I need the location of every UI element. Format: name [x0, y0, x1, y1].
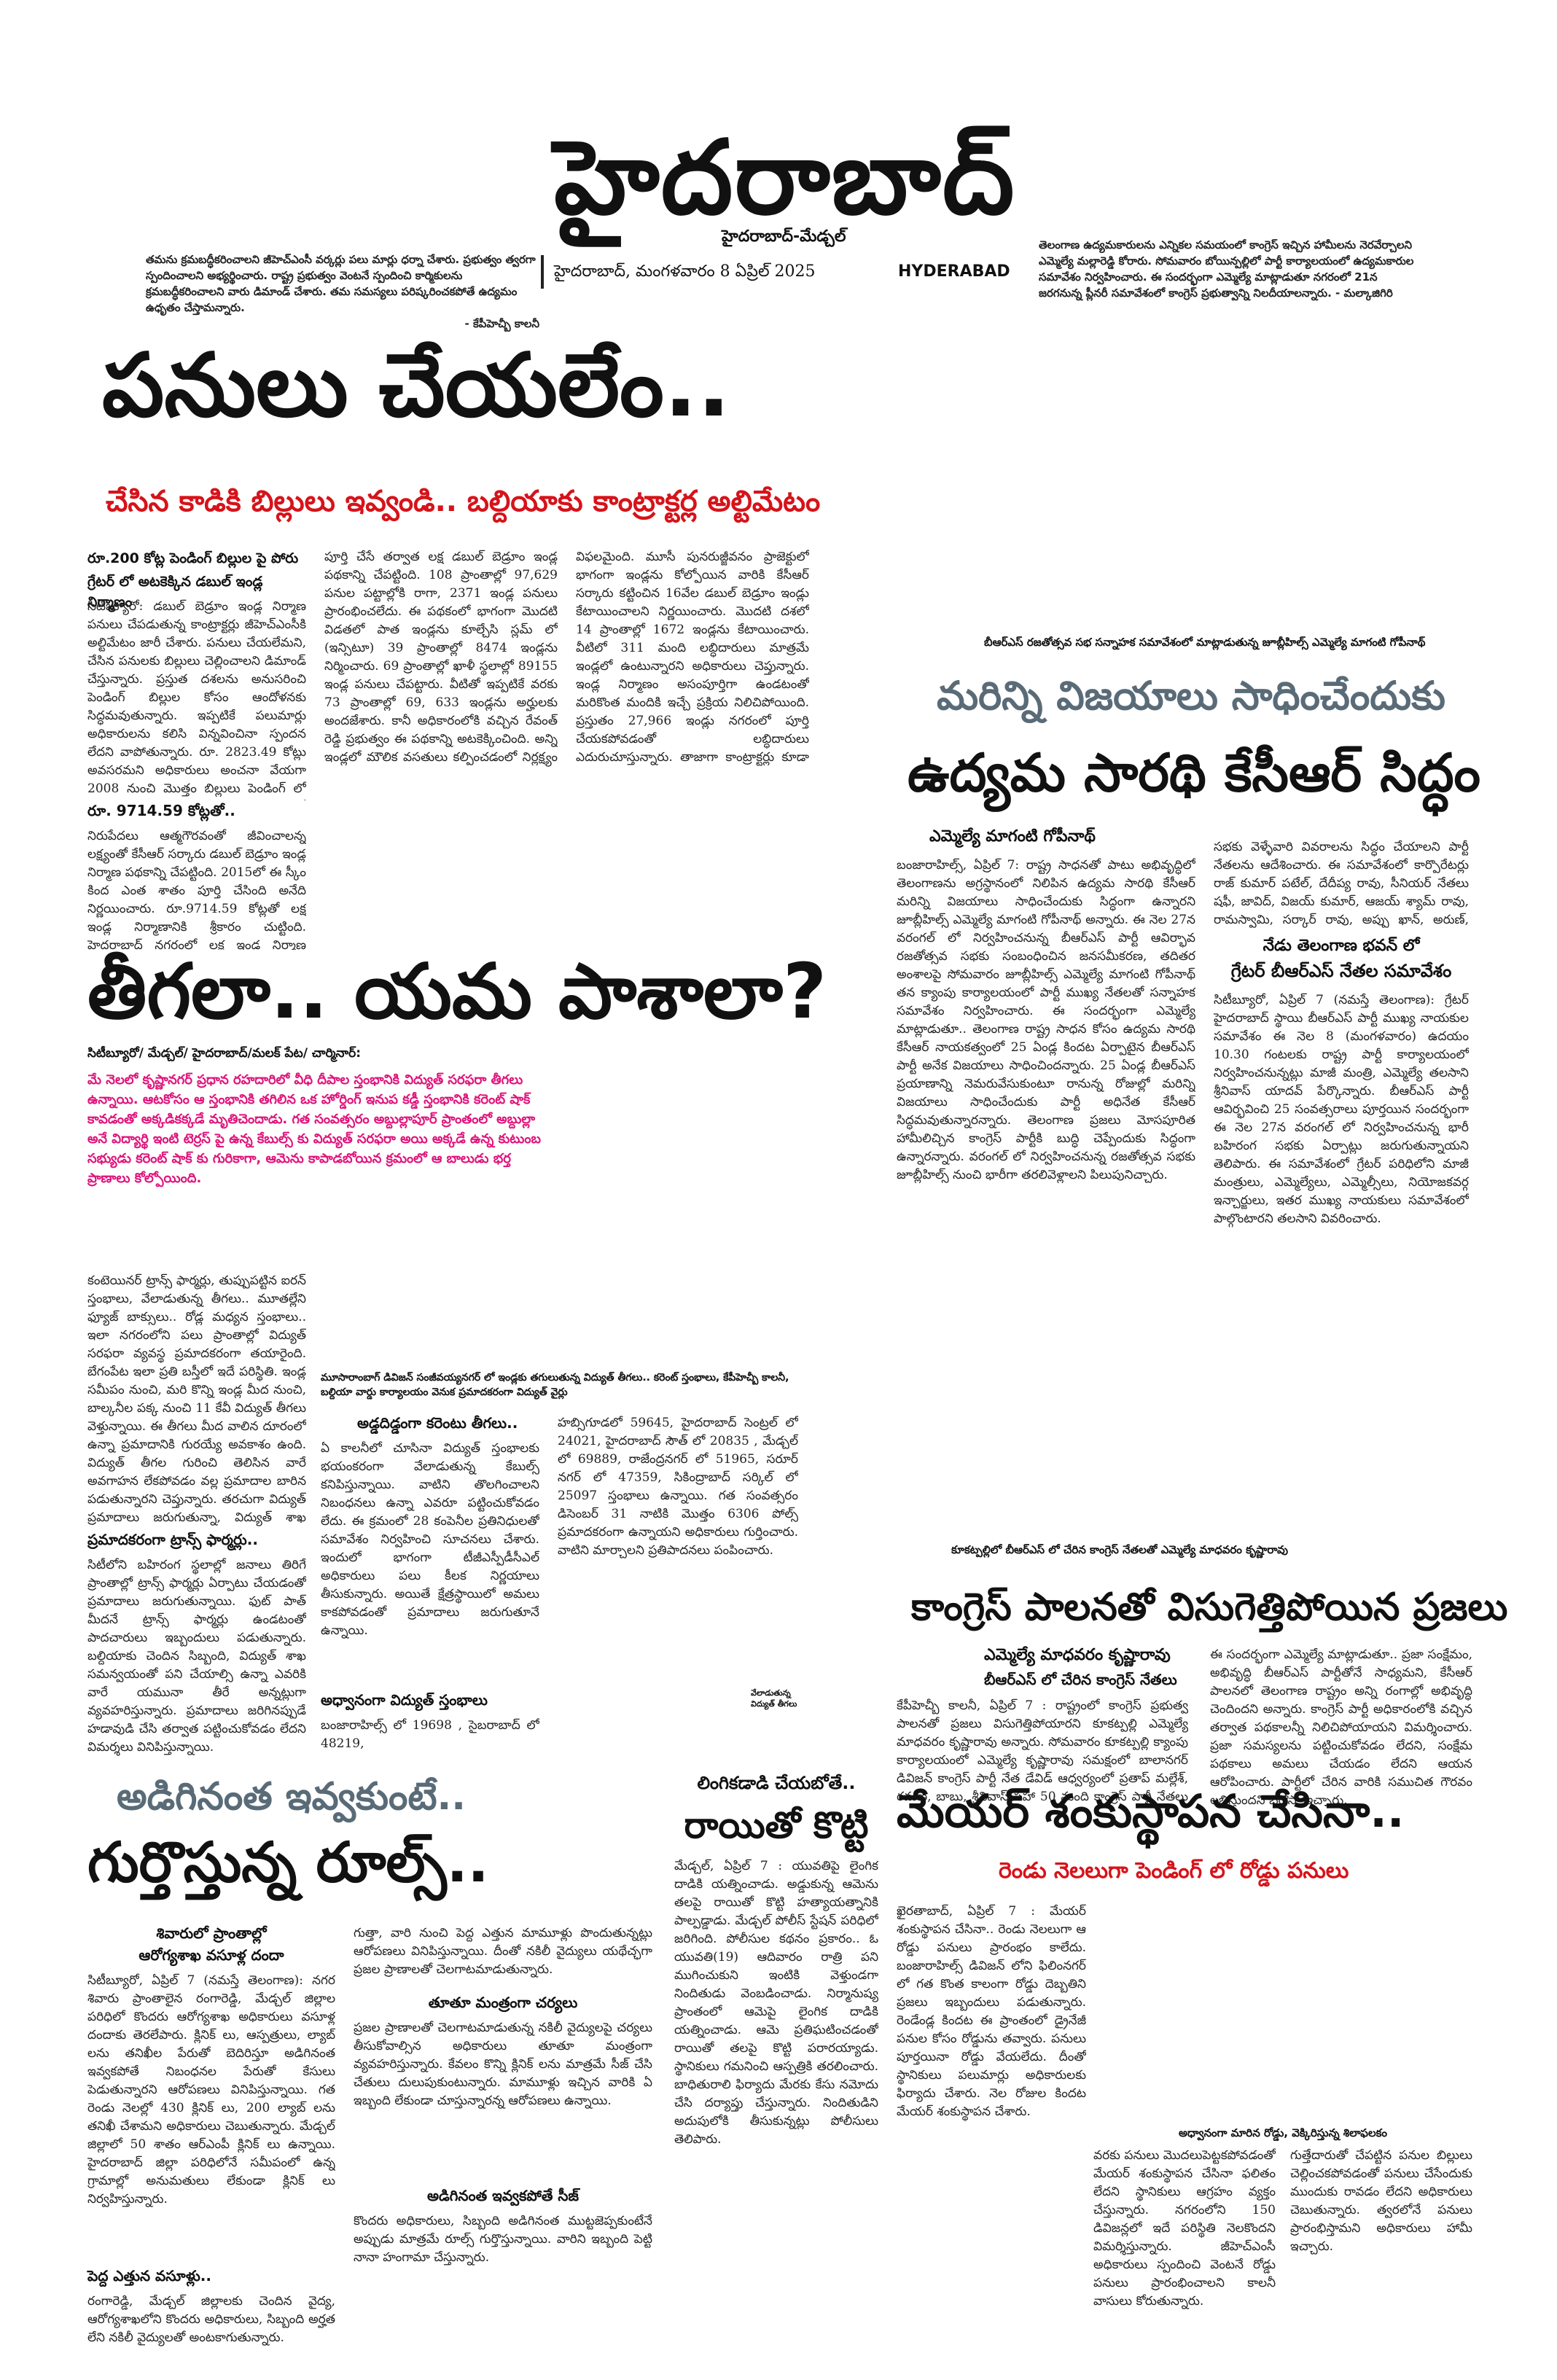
- right-ear-text: తెలంగాణ ఉద్యమకారులను ఎన్నికల సమయంలో కాంగ…: [1039, 238, 1414, 300]
- story3-photo-caption: మూసారాంబాగ్ డివిజన్ సంజీవయ్యనగర్ లో ఇండ్…: [321, 1372, 789, 1398]
- story5-sub2: ఆరోగ్యశాఖ వసూళ్ల దందా: [138, 1946, 284, 1964]
- story2-kicker: మరిన్ని విజయాలు సాధించేందుకు: [937, 673, 1445, 719]
- story5-col1: సిటీబ్యూరో, ఏప్రిల్ 7 (నమస్తే తెలంగాణ): …: [87, 1973, 335, 2207]
- story5-col2c: కొందరు అధికారులు, సిబ్బంది అడిగినంత ముట్…: [354, 2214, 652, 2265]
- story2-col2: సభకు వెళ్ళేవారి వివరాలను సిద్ధం చేయాలని …: [1214, 840, 1469, 927]
- masthead: హైదరాబాద్: [554, 119, 1016, 238]
- story3-dateline: సిటీబ్యూరో/ మేడ్చల్/ హైదరాబాద్/మలక్ పేట/…: [87, 1046, 362, 1061]
- edition-city: HYDERABAD: [898, 262, 1010, 281]
- story2-byline: ఎమ్మెల్యే మాగంటి గోపీనాథ్: [929, 827, 1096, 846]
- story4-col1: కేపీహెచ్బీ కాలనీ, ఏప్రిల్ 7 : రాష్ట్రంలో…: [897, 1698, 1188, 1804]
- story5-headline: గుర్తొస్తున్న రూల్స్..: [87, 1830, 489, 1895]
- story7-col2: వరకు పనులు మొదలుపెట్టకపోవడంతో మేయర్ శంకు…: [1093, 2148, 1276, 2309]
- story7-col3: గుత్తేదారుతో చేపట్టిన పనుల బిల్లులు చెల్…: [1290, 2148, 1472, 2254]
- story2-col1: బంజారాహిల్స్, ఏప్రిల్ 7: రాష్ట్ర సాధనతో …: [897, 858, 1195, 1182]
- story2-headline: ఉద్యమ సారథి కేసీఆర్ సిద్ధం: [908, 742, 1481, 803]
- story5-sub1: శివారులో ప్రాంతాల్లో: [156, 1924, 267, 1942]
- story3-sub1: ప్రమాదకరంగా ట్రాన్స్ ఫార్మర్లు..: [87, 1531, 258, 1548]
- story5-kicker: అడిగినంత ఇవ్వకుంటే..: [117, 1775, 467, 1819]
- story6-kicker: లింగికడాడి చేయబోతే..: [697, 1773, 856, 1793]
- story5-sub3: పెద్ద ఎత్తున వసూళ్లు..: [87, 2267, 211, 2285]
- story3-col2: ఏ కాలనీలో చూసినా విద్యుత్ స్తంభాలకు భయంక…: [321, 1441, 539, 1638]
- story1-headline: పనులు చేయలేం..: [102, 335, 731, 437]
- story3-photo-note: వేలాడుతున్న విద్యుత్ తీగలు: [751, 1688, 797, 1709]
- story7-subhead: రెండు నెలలుగా పెండింగ్ లో రోడ్డు పనులు: [999, 1858, 1349, 1884]
- story5-col2: గుత్తా, వారి నుంచి పెద్ద ఎత్తున మామూళ్లు…: [354, 1926, 652, 1977]
- story5-col2b: ప్రజల ప్రాణాలతో చెలగాటమాడుతున్న నకిలీ వై…: [354, 2021, 652, 2108]
- story2-sub: నేడు తెలంగాణ భవన్ లో: [1263, 937, 1420, 955]
- story2-col2b: సిటీబ్యూరో, ఏప్రిల్ 7 (నమస్తే తెలంగాణ): …: [1214, 993, 1469, 1226]
- story4-byline2: బీఆర్ఎస్ లో చేరిన కాంగ్రెస్ నేతలు: [984, 1671, 1177, 1688]
- story5-col1b: రంగారెడ్డి, మేడ్చల్ జిల్లాలకు చెందిన వైద…: [87, 2294, 335, 2345]
- story1-col2: పూర్తి చేసే తర్వాత లక్ష డబుల్ బెడ్రూం ఇం…: [324, 550, 558, 765]
- story1-col3: విఫలమైంది. మూసీ పునరుజ్జీవనం ప్రాజెక్టుల…: [576, 550, 809, 765]
- story7-headline: మేయర్ శంకుస్థాపన చేసినా..: [897, 1784, 1405, 1838]
- story3-col3: హబ్సిగూడలో 59645, హైదరాబాద్ సెంట్రల్ లో …: [558, 1416, 798, 1558]
- story3-pink-box: మే నెలలో కృష్ణానగర్ ప్రధాన రహదారిలో వీధి…: [87, 1072, 542, 1186]
- story2-sub2: గ్రేటర్ బీఆర్ఎస్ నేతల సమావేశం: [1230, 961, 1452, 981]
- story7-col1: ఖైరతాబాద్, ఏప్రిల్ 7 : మేయర్ శంకుస్థాపన …: [897, 1904, 1086, 2119]
- story3-col1: కంటెయినర్ ట్రాన్స్ ఫార్మర్లు, తుప్పుపట్ట…: [87, 1273, 306, 1525]
- story4-caption: కూకట్పల్లిలో బీఆర్ఎస్ లో చేరిన కాంగ్రెస్…: [951, 1543, 1288, 1556]
- masthead-subtitle: హైదరాబాద్-మేడ్చల్: [722, 227, 846, 246]
- story6-headline: రాయితో కొట్టి: [684, 1804, 869, 1846]
- right-ear-credit: - మల్కాజిగిరి: [1335, 286, 1393, 300]
- story4-headline: కాంగ్రెస్ పాలనతో విసుగెత్తిపోయిన ప్రజలు: [911, 1585, 1508, 1629]
- story1-kicker2: గ్రేటర్ లో అటకెక్కిన డబుల్ ఇండ్ల నిర్మాణ…: [87, 574, 263, 610]
- story3-sub3: అధ్వానంగా విద్యుత్ స్తంభాలు: [321, 1691, 488, 1709]
- left-ear-credit: - కేపీహెచ్బీ కాలనీ: [464, 317, 539, 330]
- story4-byline1: ఎమ్మెల్యే మాధవరం కృష్ణారావు: [984, 1646, 1171, 1664]
- right-ear: తెలంగాణ ఉద్యమకారులను ఎన్నికల సమయంలో కాంగ…: [1039, 237, 1418, 301]
- left-ear-text: తమను క్రమబద్ధీకరించాలని జీహెచ్ఎంసీ వర్కర…: [146, 253, 536, 314]
- masthead-rule: [541, 255, 544, 289]
- story3-col1b: సిటీలోని బహిరంగ స్థలాల్లో జనాలు తిరిగే ప…: [87, 1558, 306, 1755]
- story6-col1: మేడ్చల్, ఏప్రిల్ 7 : యువతిపై లైంగిక దాడి…: [674, 1859, 878, 2147]
- story3-col2b: బంజారాహిల్స్ లో 19698 , సైబరాబాద్ లో 482…: [321, 1718, 539, 1751]
- story5-sub4: తూతూ మంత్రంగా చర్యలు: [428, 1994, 578, 2011]
- story5-sub5: అడిగినంత ఇవ్వకపోతే సీజ్: [426, 2187, 580, 2204]
- story4-col2: ఈ సందర్భంగా ఎమ్మెల్యే మాట్లాడుతూ.. ప్రజా…: [1210, 1647, 1472, 1806]
- story7-photo-caption: అధ్వానంగా మారిన రోడ్డు, వెక్కిరిస్తున్న …: [1178, 2126, 1388, 2139]
- story1-subhead: చేసిన కాడికి బిల్లులు ఇవ్వండి.. బల్దియాక…: [106, 485, 821, 518]
- left-ear: తమను క్రమబద్ధీకరించాలని జీహెచ్ఎంసీ వర్కర…: [146, 251, 539, 332]
- story3-headline: తీగలా.. యమ పాశాలా?: [87, 947, 827, 1036]
- story1-col1b: నిరుపేదలు ఆత్మగౌరవంతో జీవించాలన్న లక్ష్య…: [87, 829, 306, 950]
- story1-sub1: రూ. 9714.59 కోట్లతో..: [87, 802, 235, 819]
- dateline: హైదరాబాద్, మంగళవారం 8 ఏప్రిల్ 2025: [554, 262, 816, 281]
- story1-kicker1: రూ.200 కోట్ల పెండింగ్ బిల్లుల పై పోరు: [87, 550, 299, 566]
- masthead-title: హైదరాబాద్: [554, 119, 1016, 238]
- story2-caption: బీఆర్ఎస్ రజతోత్సవ సభ సన్నాహక సమావేశంలో మ…: [984, 636, 1426, 649]
- story3-sub2: అడ్డదిడ్డంగా కరెంటు తీగలు..: [357, 1414, 518, 1432]
- story1-col1: సిటీబ్యూరో: డబుల్ బెడ్రూం ఇండ్ల నిర్మాణ …: [87, 599, 306, 800]
